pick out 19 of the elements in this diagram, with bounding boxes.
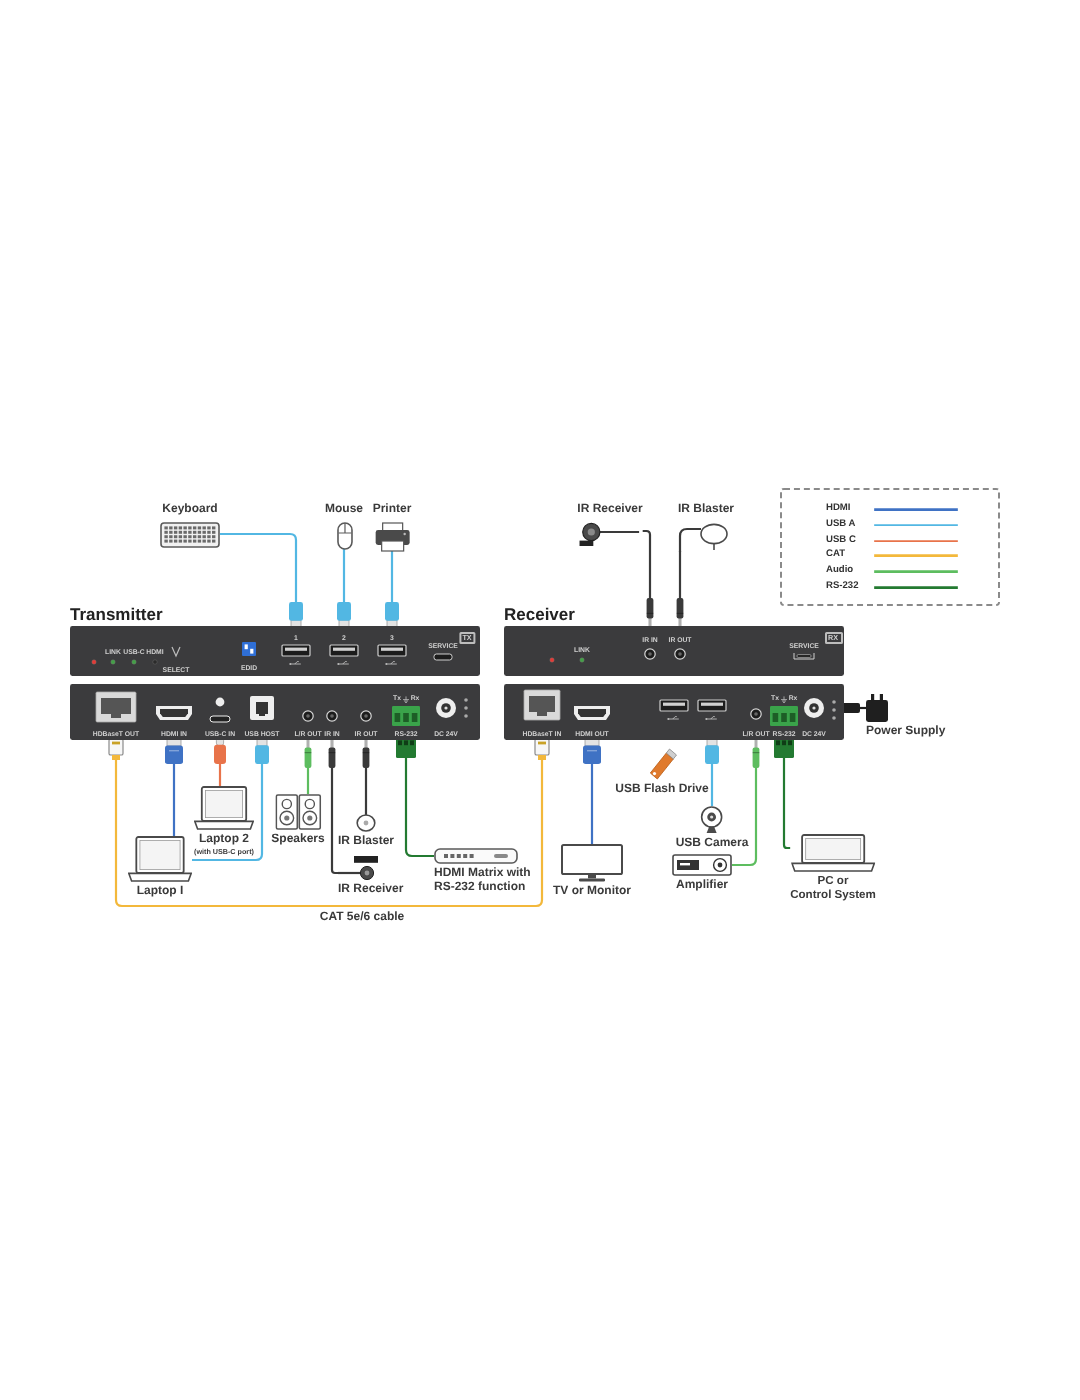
cable: [844, 703, 866, 713]
cable: [676, 551, 684, 626]
cable: [108, 740, 550, 908]
cable: [337, 549, 351, 626]
cable: [165, 740, 183, 836]
cable: [304, 740, 312, 794]
cable: [328, 740, 338, 875]
device-title: Receiver: [504, 604, 575, 624]
cable: [192, 740, 269, 862]
cable: [396, 740, 434, 858]
cable: [642, 529, 654, 626]
cable: [385, 551, 399, 626]
device-title: Transmitter: [70, 604, 163, 624]
cable: [214, 740, 226, 786]
cable: [774, 740, 794, 850]
cable: [583, 740, 601, 844]
cable: [705, 740, 719, 806]
cable: [362, 740, 370, 810]
cable: [220, 532, 303, 626]
